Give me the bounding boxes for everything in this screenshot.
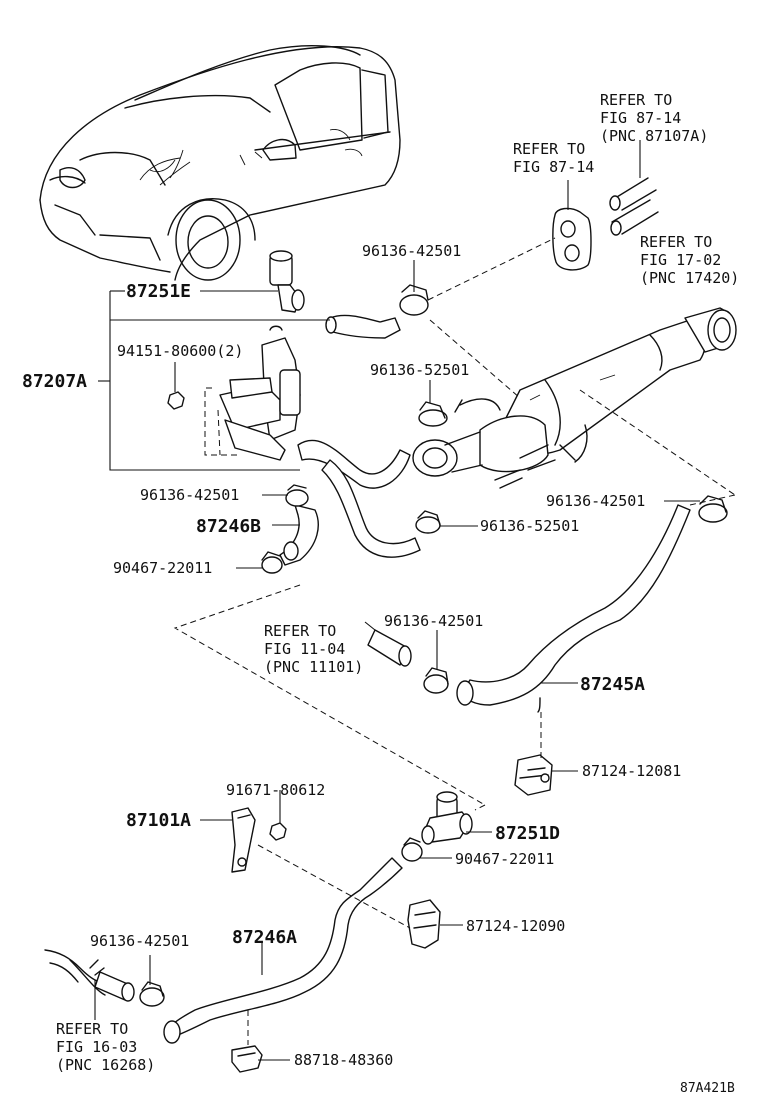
bracket-87101A: [231, 790, 287, 873]
label-refer-17-02-2: FIG 17-02: [640, 251, 721, 269]
clamp-96136-42501-right: [698, 495, 728, 523]
label-96136-42501-c: 96136-42501: [546, 492, 645, 510]
dashed-guides: [173, 237, 736, 1045]
label-refer-16-03-3: (PNC 16268): [56, 1056, 155, 1074]
clamp-96136-42501-top: [399, 260, 429, 316]
label-refer-11-04-3: (PNC 11101): [264, 658, 363, 676]
label-91671-80612: 91671-80612: [226, 781, 325, 799]
bolt-94151-80600: [167, 362, 185, 410]
label-90467-22011-b: 90467-22011: [455, 850, 554, 868]
label-refer-87-14-a-1: REFER TO: [600, 91, 672, 109]
clamp-96136-42501-lower: [139, 955, 165, 1007]
label-87124-12090: 87124-12090: [466, 917, 565, 935]
label-96136-42501-e: 96136-42501: [90, 932, 189, 950]
label-refer-16-03-1: REFER TO: [56, 1020, 128, 1038]
hose-middle: [297, 439, 421, 558]
hose-short-upper: [325, 314, 401, 339]
valve-87251E: [269, 250, 305, 313]
vehicle-illustration: [39, 45, 401, 281]
diagram-id: 87A421B: [680, 1081, 735, 1096]
clamp-96136-52501-upper: [418, 380, 448, 427]
label-87251E: 87251E: [126, 281, 191, 302]
label-88718-48360: 88718-48360: [294, 1051, 393, 1069]
valve-87251D: [421, 791, 473, 845]
label-refer-87-14-a-2: FIG 87-14: [600, 109, 681, 127]
bracket-87124-12081: [514, 754, 553, 796]
label-refer-17-02-3: (PNC 17420): [640, 269, 739, 287]
label-refer-17-02-1: REFER TO: [640, 233, 712, 251]
refer-pipes-87107A: [609, 140, 659, 236]
hose-87246A: [163, 857, 403, 1044]
label-refer-16-03-2: FIG 16-03: [56, 1038, 137, 1056]
converter-assembly: [412, 307, 737, 489]
clip-88718-48360: [231, 1045, 263, 1073]
label-refer-11-04-2: FIG 11-04: [264, 640, 345, 658]
label-refer-87-14-b-1: REFER TO: [513, 140, 585, 158]
label-refer-87-14-a-3: (PNC 87107A): [600, 127, 708, 145]
clamp-96136-42501-middle: [423, 630, 449, 694]
label-94151-80600: 94151-80600(2): [117, 342, 243, 360]
valve-bracket-assembly: [204, 325, 301, 461]
label-90467-22011-a: 90467-22011: [113, 559, 212, 577]
hose-87245A: [456, 504, 691, 713]
label-96136-52501-b: 96136-52501: [480, 517, 579, 535]
hose-87246B: [261, 484, 319, 574]
label-refer-87-14-b-2: FIG 87-14: [513, 158, 594, 176]
label-refer-11-04-1: REFER TO: [264, 622, 336, 640]
label-87246B: 87246B: [196, 516, 261, 537]
label-96136-42501-d: 96136-42501: [384, 612, 483, 630]
gasket-87-14: [552, 180, 592, 271]
label-87246A: 87246A: [232, 927, 297, 948]
clamp-90467-22011-lower: [401, 837, 423, 862]
refer-pipe-16268: [44, 949, 135, 1020]
label-96136-42501-b: 96136-42501: [140, 486, 239, 504]
label-96136-52501-a: 96136-52501: [370, 361, 469, 379]
leader-lines: [98, 290, 700, 1061]
label-96136-42501-a: 96136-42501: [362, 242, 461, 260]
label-87101A: 87101A: [126, 810, 191, 831]
bracket-87124-12090: [407, 899, 441, 949]
label-87251D: 87251D: [495, 823, 560, 844]
clamp-96136-52501-lower: [415, 510, 441, 534]
refer-pipe-11101: [364, 621, 412, 667]
label-87207A: 87207A: [22, 371, 87, 392]
label-87245A: 87245A: [580, 674, 645, 695]
label-87124-12081: 87124-12081: [582, 762, 681, 780]
callout-labels: REFER TO FIG 87-14 (PNC 87107A) REFER TO…: [22, 91, 739, 1096]
